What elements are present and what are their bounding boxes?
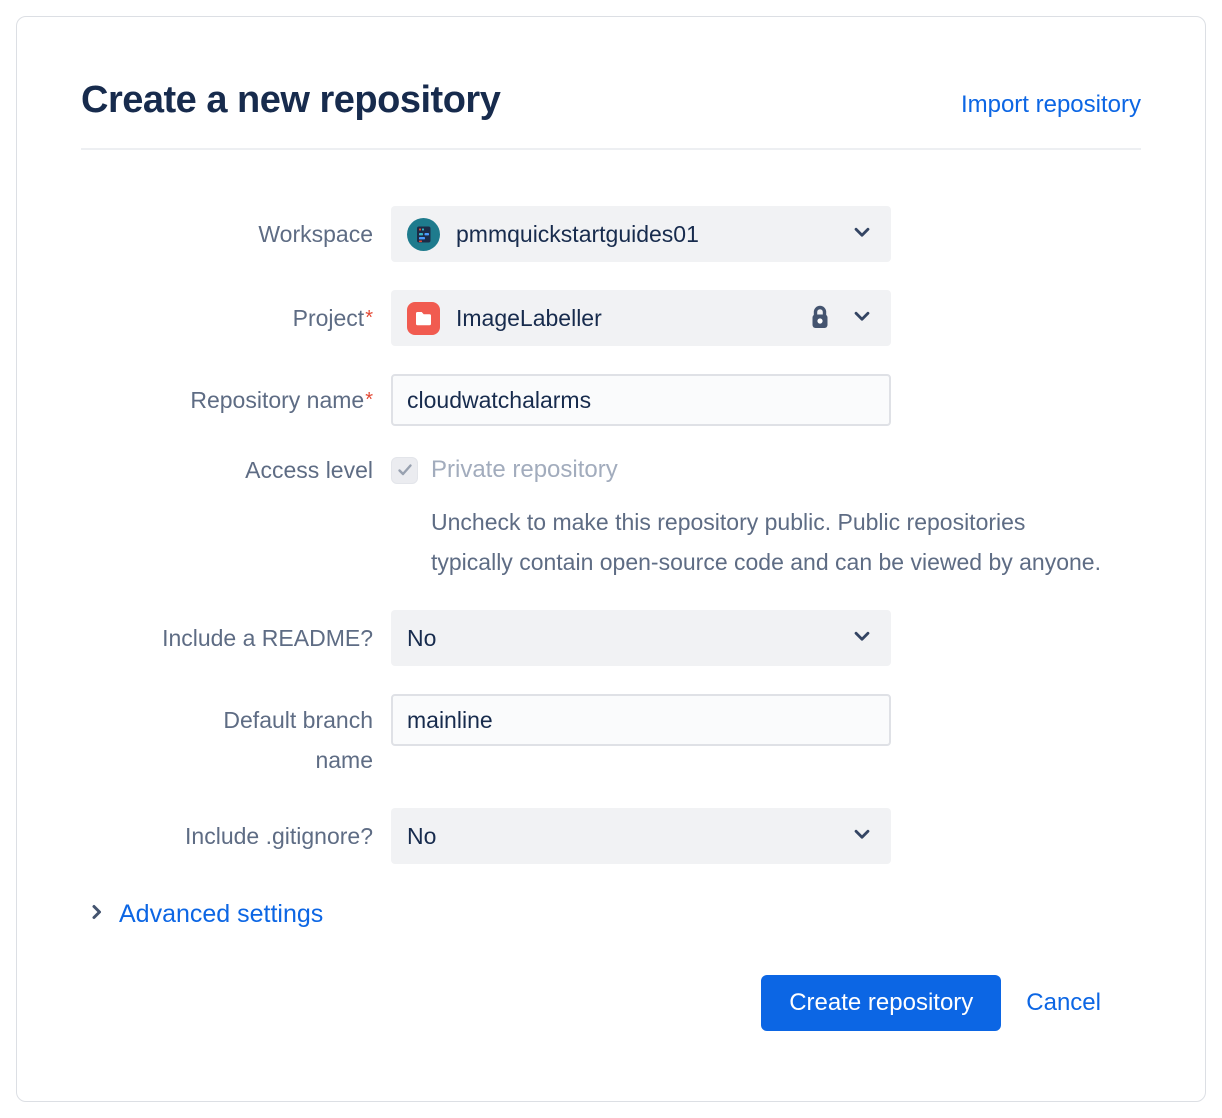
- default-branch-label: Default branch name: [223, 707, 373, 773]
- access-level-help-text: Uncheck to make this repository public. …: [431, 509, 1101, 575]
- include-readme-row: Include a README? No: [81, 610, 1141, 666]
- default-branch-row: Default branch name: [81, 694, 1141, 780]
- dialog-header: Create a new repository Import repositor…: [81, 79, 1141, 122]
- include-gitignore-value: No: [407, 822, 437, 849]
- advanced-settings-toggle[interactable]: Advanced settings: [81, 900, 323, 929]
- workspace-row: Workspace: [81, 206, 1141, 262]
- chevron-right-icon: [88, 903, 106, 926]
- include-gitignore-row: Include .gitignore? No: [81, 808, 1141, 864]
- import-repository-link[interactable]: Import repository: [960, 91, 1141, 118]
- chevron-down-icon: [849, 219, 875, 250]
- checkmark-icon: [397, 464, 412, 476]
- chevron-down-icon: [849, 303, 875, 334]
- project-select[interactable]: ImageLabeller: [391, 290, 891, 346]
- access-level-label: Access level: [245, 457, 373, 483]
- required-asterisk: *: [365, 307, 373, 329]
- dialog-actions: Create repository Cancel: [81, 975, 1141, 1031]
- chevron-down-icon: [849, 821, 875, 852]
- include-readme-value: No: [407, 624, 437, 651]
- lock-icon: [807, 303, 833, 333]
- private-repository-checkbox[interactable]: [391, 456, 418, 484]
- required-asterisk: *: [365, 389, 373, 411]
- cancel-button[interactable]: Cancel: [1026, 989, 1101, 1016]
- project-row: Project* ImageLabeller: [81, 290, 1141, 346]
- default-branch-input[interactable]: [391, 694, 891, 746]
- project-label: Project*: [292, 305, 373, 331]
- repository-name-input[interactable]: [391, 374, 891, 426]
- include-readme-select[interactable]: No: [391, 610, 891, 666]
- include-readme-label: Include a README?: [162, 625, 373, 651]
- workspace-avatar: [407, 217, 440, 251]
- header-divider: [81, 148, 1141, 150]
- repository-name-row: Repository name*: [81, 374, 1141, 426]
- private-repository-label: Private repository: [431, 456, 618, 483]
- create-repository-button[interactable]: Create repository: [761, 975, 1002, 1031]
- create-repository-form: Workspace: [81, 206, 1141, 1031]
- page-title: Create a new repository: [81, 79, 501, 121]
- include-gitignore-label: Include .gitignore?: [185, 823, 373, 849]
- workspace-label: Workspace: [258, 221, 373, 247]
- repository-name-label: Repository name*: [190, 387, 373, 413]
- create-repository-dialog: Create a new repository Import repositor…: [16, 16, 1206, 1102]
- workspace-select[interactable]: pmmquickstartguides01: [391, 206, 891, 262]
- include-gitignore-select[interactable]: No: [391, 808, 891, 864]
- advanced-settings-label: Advanced settings: [119, 900, 324, 928]
- project-value: ImageLabeller: [456, 304, 602, 331]
- access-level-row: Access level Private repository Uncheck …: [81, 454, 1141, 582]
- project-folder-icon: [407, 301, 440, 335]
- chevron-down-icon: [849, 623, 875, 654]
- workspace-value: pmmquickstartguides01: [456, 220, 699, 247]
